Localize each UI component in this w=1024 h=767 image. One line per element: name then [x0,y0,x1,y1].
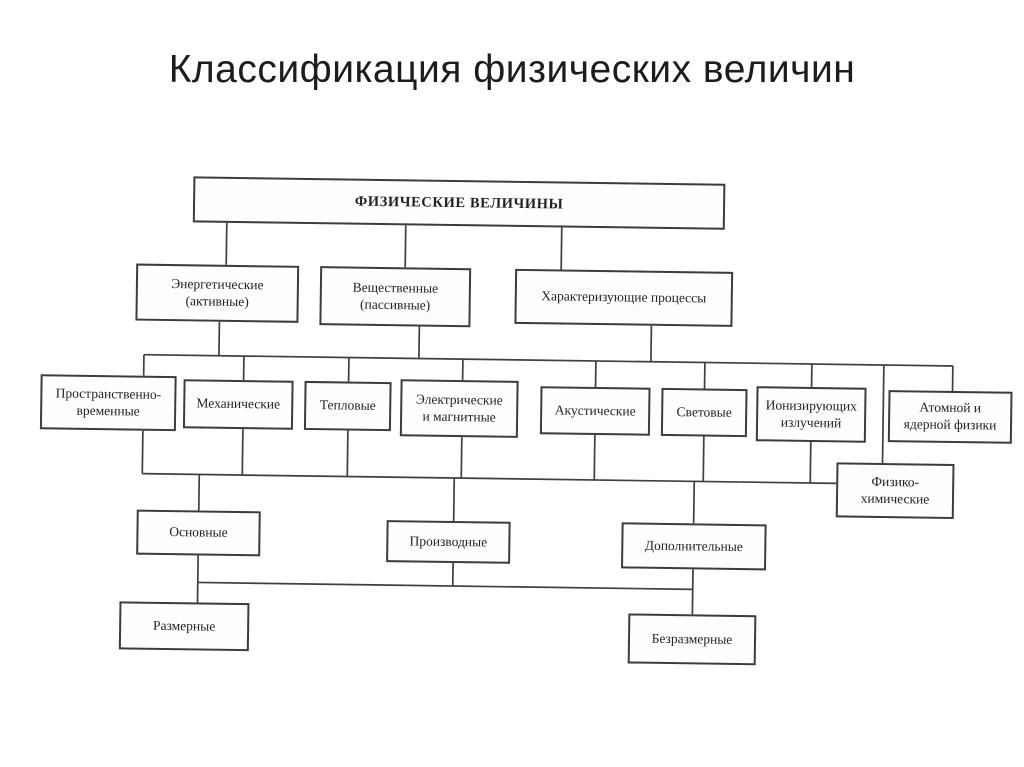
connector-lines [141,222,954,615]
slide-title: Классификация физических величин [168,48,856,91]
node-kharakterizuyushchie-protsessy: Характеризующие процессы [514,268,734,327]
node-teplovye: Тепловые [303,380,392,432]
node-svetovye: Световые [660,387,748,438]
node-dopolnitelnye: Дополнительные [621,522,767,571]
node-proizvodnye: Производные [386,520,511,564]
classification-diagram: ФИЗИЧЕСКИЕ ВЕЛИЧИНЫ Энергетические (акти… [26,163,1023,687]
node-elektricheskie-i-magnitnye: Электрические и магнитные [399,379,519,438]
node-atomnoy-i-yadernoy-fiziki: Атомной и ядерной физики [887,390,1013,444]
node-osnovnye: Основные [136,509,261,557]
node-bezrazmernye: Безразмерные [627,613,757,666]
node-mekhanicheskie: Механические [182,379,294,430]
node-ioniziruyushchikh-izlucheniy: Ионизирующих излучений [755,386,867,443]
node-razmernye: Размерные [118,601,250,652]
node-fiziko-khimicheskie: Физико- химические [835,462,955,519]
node-energeticheskie: Энергетические (активные) [135,263,300,323]
node-prostranstvenno-vremennye: Пространственно- временные [39,374,177,432]
node-akusticheskie: Акустические [539,386,651,436]
connectors [141,222,954,615]
node-veshchestvennye: Вещественные (пассивные) [319,266,472,328]
node-fizicheskie-velichiny: ФИЗИЧЕСКИЕ ВЕЛИЧИНЫ [192,176,726,230]
